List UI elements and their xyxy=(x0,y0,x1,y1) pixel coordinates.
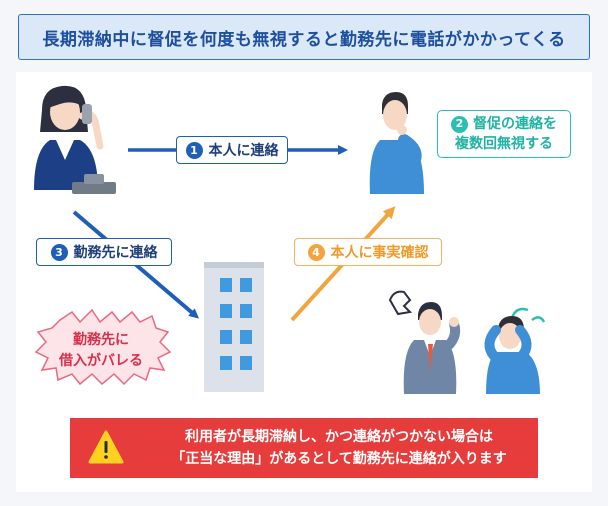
burst-shape xyxy=(34,308,172,386)
step-2-number: 2 xyxy=(451,115,468,133)
step-4-text: 本人に事実確認 xyxy=(330,245,429,261)
step-3-number: 3 xyxy=(50,243,68,261)
office-building-icon xyxy=(204,262,264,392)
warning-icon xyxy=(88,430,124,464)
angry-boss-icon xyxy=(388,290,461,394)
warning-line-2: 「正当な理由」があるとして勤務先に連絡が入ります xyxy=(171,451,507,467)
burst-line-1: 勤務先に xyxy=(73,332,129,348)
step-4-number: 4 xyxy=(307,243,325,261)
step-2-label: 2 督促の連絡を 複数回無視する xyxy=(437,110,571,158)
warning-text: 利用者が長期滞納し、かつ連絡がつかない場合は 「正当な理由」があるとして勤務先に… xyxy=(140,426,538,470)
step-3-label: 3 勤務先に連絡 xyxy=(36,238,172,266)
warning-line-1: 利用者が長期滞納し、かつ連絡がつかない場合は xyxy=(185,429,493,445)
step-3-text: 勤務先に連絡 xyxy=(73,245,158,261)
step-2-text-line2: 複数回無視する xyxy=(455,136,553,152)
burst-line-2: 借入がバレる xyxy=(59,353,143,369)
step-1-label: 1 本人に連絡 xyxy=(176,136,288,164)
warning-banner: 利用者が長期滞納し、かつ連絡がつかない場合は 「正当な理由」があるとして勤務先に… xyxy=(70,418,538,478)
operator-icon xyxy=(34,85,116,194)
step-1-number: 1 xyxy=(185,141,203,159)
distressed-man-icon xyxy=(484,307,546,394)
step-2-text-line1: 督促の連絡を xyxy=(473,116,557,132)
step-1-text: 本人に連絡 xyxy=(208,143,279,159)
burst-label: 勤務先に 借入がバレる xyxy=(46,330,156,372)
customer-icon xyxy=(369,92,424,194)
page-title: 長期滞納中に督促を何度も無視すると勤務先に電話がかかってくる xyxy=(18,14,590,60)
step-4-label: 4 本人に事実確認 xyxy=(294,238,442,266)
